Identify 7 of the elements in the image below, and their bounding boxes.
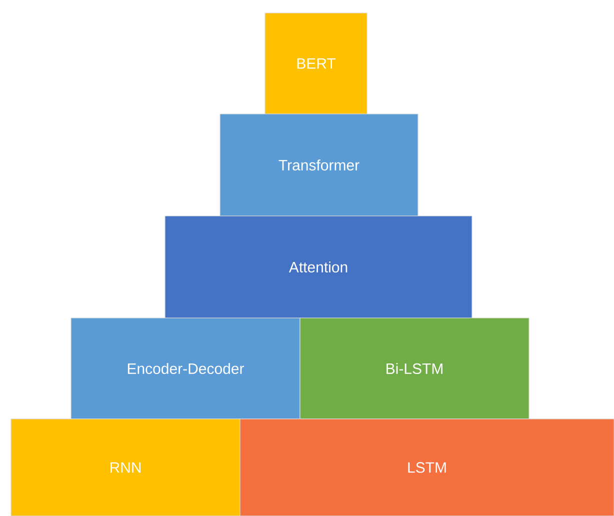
layer-box: Encoder-Decoder: [70, 318, 300, 420]
layer-box: Bi-LSTM: [300, 318, 530, 420]
layer-box: LSTM: [240, 418, 614, 516]
layer-box: Transformer: [220, 114, 418, 216]
layer-box: RNN: [10, 418, 240, 516]
layer-box: Attention: [164, 216, 472, 318]
layer-box: BERT: [264, 12, 368, 114]
